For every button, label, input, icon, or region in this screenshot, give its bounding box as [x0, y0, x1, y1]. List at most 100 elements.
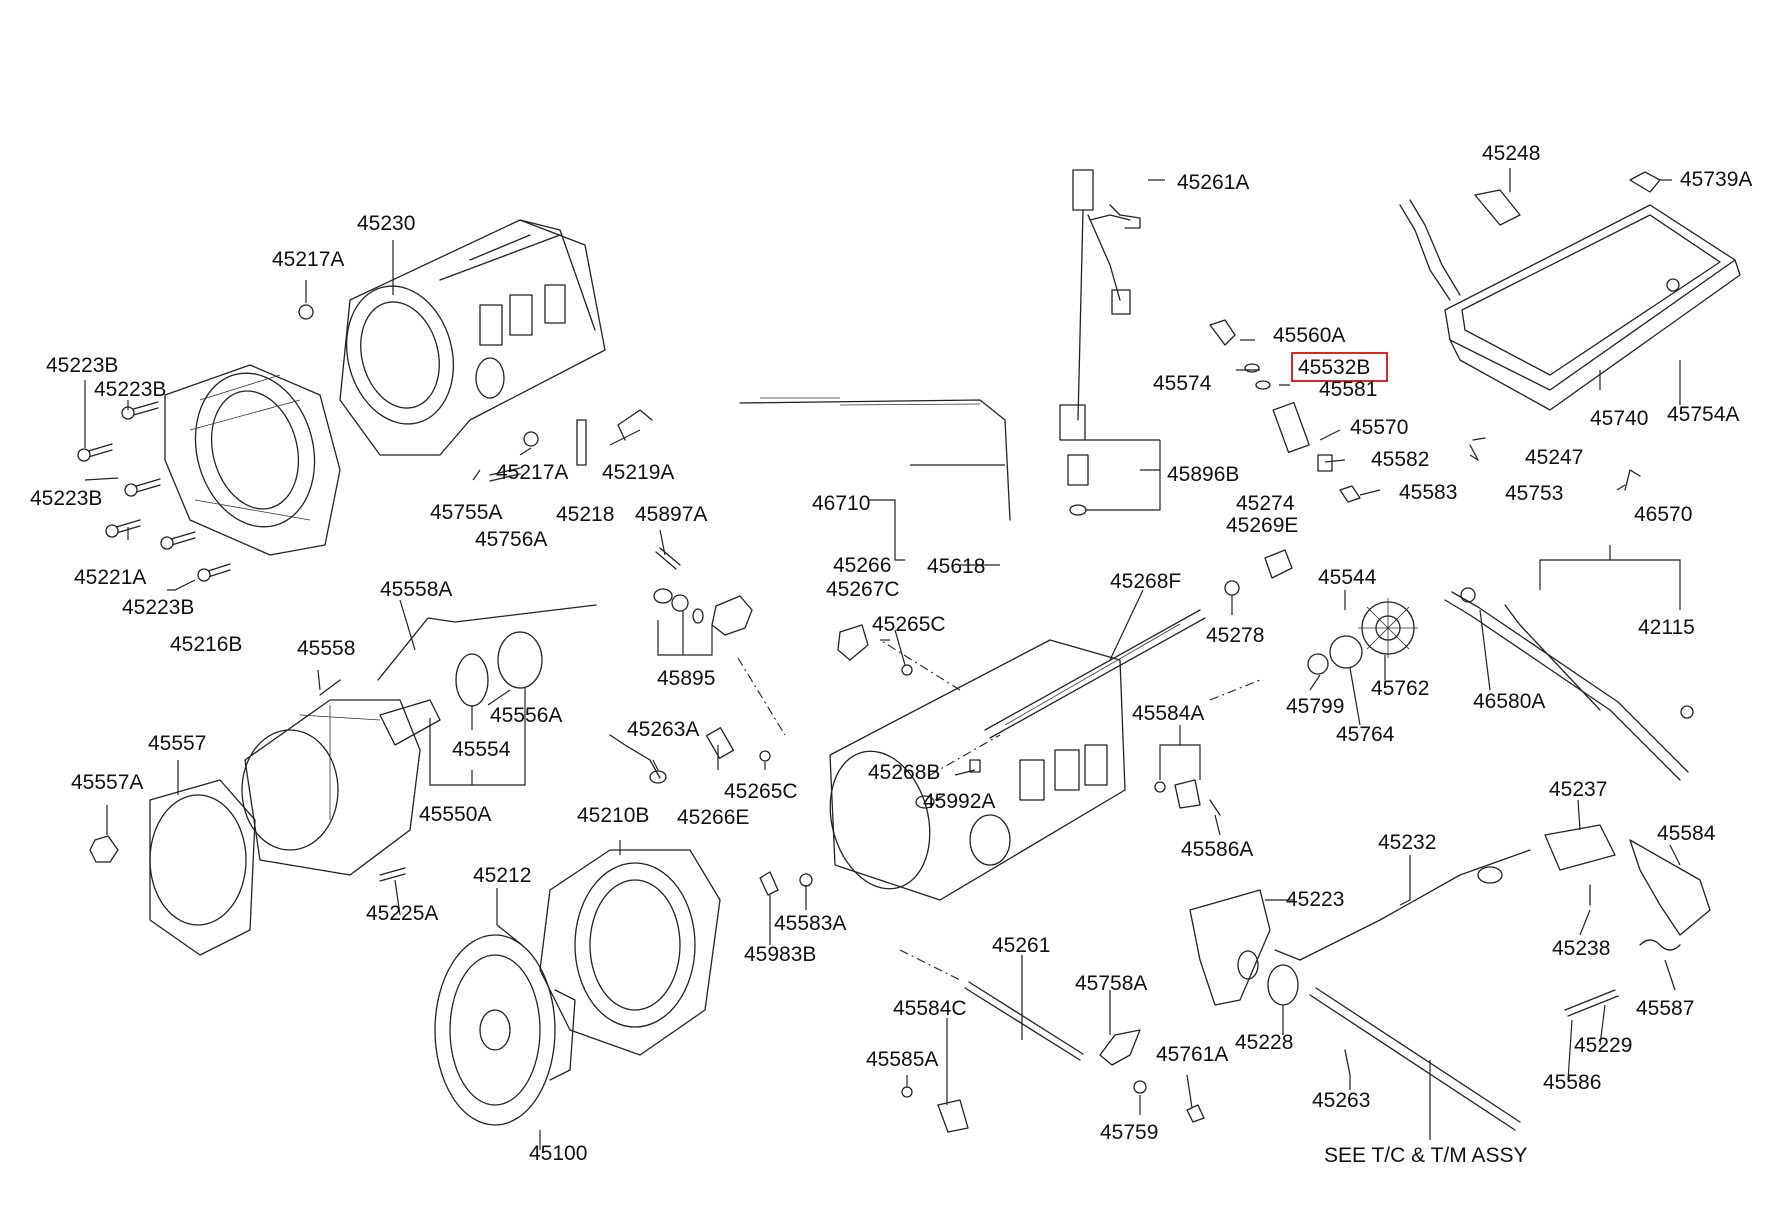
- label-45759[interactable]: 45759: [1100, 1121, 1158, 1144]
- label-45756A[interactable]: 45756A: [475, 528, 547, 551]
- label-45983B[interactable]: 45983B: [744, 943, 816, 966]
- label-45221A[interactable]: 45221A: [74, 566, 146, 589]
- label-45232[interactable]: 45232: [1378, 831, 1436, 854]
- label-45754A[interactable]: 45754A: [1667, 403, 1739, 426]
- label-45585A[interactable]: 45585A: [866, 1048, 938, 1071]
- label-45556A[interactable]: 45556A: [490, 704, 562, 727]
- sensor-45266: [837, 624, 869, 661]
- label-45210B[interactable]: 45210B: [577, 804, 649, 827]
- oring-42115: [1680, 705, 1694, 719]
- label-see-tc-tm-assy[interactable]: SEE T/C & T/M ASSY: [1324, 1144, 1527, 1167]
- label-45278[interactable]: 45278: [1206, 624, 1264, 647]
- label-45758A[interactable]: 45758A: [1075, 972, 1147, 995]
- label-45228[interactable]: 45228: [1235, 1031, 1293, 1054]
- label-45992A[interactable]: 45992A: [923, 790, 995, 813]
- label-45740[interactable]: 45740: [1590, 407, 1648, 430]
- label-45581[interactable]: 45581: [1319, 378, 1377, 401]
- lever-45584: [1629, 839, 1711, 936]
- label-45268B[interactable]: 45268B: [868, 761, 940, 784]
- label-45618[interactable]: 45618: [927, 555, 985, 578]
- label-45261A[interactable]: 45261A: [1177, 171, 1249, 194]
- bolt-45583A: [799, 873, 813, 887]
- label-45219A[interactable]: 45219A: [602, 461, 674, 484]
- label-45583A[interactable]: 45583A: [774, 912, 846, 935]
- label-45223B-1[interactable]: 45223B: [46, 354, 118, 377]
- label-45584C[interactable]: 45584C: [893, 997, 967, 1020]
- label-45570[interactable]: 45570: [1350, 416, 1408, 439]
- label-45586A[interactable]: 45586A: [1181, 838, 1253, 861]
- label-45268F[interactable]: 45268F: [1110, 570, 1181, 593]
- label-45223B-4[interactable]: 45223B: [122, 596, 194, 619]
- label-45761A[interactable]: 45761A: [1156, 1043, 1228, 1066]
- label-45265C-low[interactable]: 45265C: [724, 780, 798, 803]
- label-45586[interactable]: 45586: [1543, 1071, 1601, 1094]
- label-45263A[interactable]: 45263A: [627, 718, 699, 741]
- shift-cable-46710: [739, 399, 1011, 521]
- label-45582[interactable]: 45582: [1371, 448, 1429, 471]
- label-45532B[interactable]: 45532B: [1298, 356, 1370, 379]
- label-45100[interactable]: 45100: [529, 1142, 587, 1165]
- plug-45268B: [969, 759, 981, 773]
- plug-45266E: [705, 727, 735, 759]
- label-45267C[interactable]: 45267C: [826, 578, 900, 601]
- label-45895[interactable]: 45895: [657, 667, 715, 690]
- label-45544[interactable]: 45544: [1318, 566, 1377, 589]
- label-45261[interactable]: 45261: [992, 934, 1050, 957]
- label-45238[interactable]: 45238: [1552, 937, 1610, 960]
- label-45266[interactable]: 45266: [833, 554, 891, 577]
- label-45263[interactable]: 45263: [1312, 1089, 1370, 1112]
- label-45225A[interactable]: 45225A: [366, 902, 438, 925]
- label-45587[interactable]: 45587: [1636, 997, 1694, 1020]
- label-45550A[interactable]: 45550A: [419, 803, 491, 826]
- bolt-45225A: [379, 867, 406, 882]
- label-45584A[interactable]: 45584A: [1132, 702, 1204, 725]
- bolt-45756A: [489, 467, 521, 482]
- label-45229[interactable]: 45229: [1574, 1034, 1632, 1057]
- label-45247[interactable]: 45247: [1525, 446, 1583, 469]
- label-45248[interactable]: 45248: [1482, 142, 1540, 165]
- label-45223B-2[interactable]: 45223B: [94, 378, 166, 401]
- label-46710[interactable]: 46710: [812, 492, 870, 515]
- bracket-45758A: [1099, 1029, 1141, 1066]
- label-45897A[interactable]: 45897A: [635, 503, 707, 526]
- label-45574[interactable]: 45574: [1153, 372, 1212, 395]
- label-45237[interactable]: 45237: [1549, 778, 1607, 801]
- label-45755A[interactable]: 45755A: [430, 501, 502, 524]
- label-45764[interactable]: 45764: [1336, 723, 1395, 746]
- label-45216B[interactable]: 45216B: [170, 633, 242, 656]
- label-45558[interactable]: 45558: [297, 637, 355, 660]
- transmission-case-45230: [339, 219, 606, 456]
- label-46580A[interactable]: 46580A: [1473, 690, 1545, 713]
- label-45230[interactable]: 45230: [357, 212, 415, 235]
- wiring-harness: [1059, 169, 1141, 516]
- label-45269E[interactable]: 45269E: [1226, 514, 1298, 537]
- label-45558A[interactable]: 45558A: [380, 578, 452, 601]
- pin-45263: [1344, 1049, 1351, 1076]
- label-45217A-top[interactable]: 45217A: [272, 248, 344, 271]
- label-45217A[interactable]: 45217A: [496, 461, 568, 484]
- label-45584[interactable]: 45584: [1657, 822, 1716, 845]
- label-46570[interactable]: 46570: [1634, 503, 1692, 526]
- label-45212[interactable]: 45212: [473, 864, 531, 887]
- label-45799[interactable]: 45799: [1286, 695, 1344, 718]
- label-45554[interactable]: 45554: [452, 738, 511, 761]
- label-45223[interactable]: 45223: [1286, 888, 1344, 911]
- label-45739A[interactable]: 45739A: [1680, 168, 1752, 191]
- label-45266E[interactable]: 45266E: [677, 806, 749, 829]
- shaft-45268F: [984, 609, 1206, 739]
- label-45583[interactable]: 45583: [1399, 481, 1457, 504]
- label-45557[interactable]: 45557: [148, 732, 206, 755]
- label-45223B-3[interactable]: 45223B: [30, 487, 102, 510]
- label-45762[interactable]: 45762: [1371, 677, 1429, 700]
- label-45753[interactable]: 45753: [1505, 482, 1563, 505]
- label-45557A[interactable]: 45557A: [71, 771, 143, 794]
- label-45218[interactable]: 45218: [556, 503, 614, 526]
- label-45265C[interactable]: 45265C: [872, 613, 946, 636]
- label-42115[interactable]: 42115: [1638, 616, 1695, 639]
- label-45274[interactable]: 45274: [1236, 492, 1295, 515]
- gear-45762: [1358, 598, 1418, 658]
- tube-46570: [1444, 599, 1681, 781]
- label-45896B[interactable]: 45896B: [1167, 463, 1239, 486]
- label-45560A[interactable]: 45560A: [1273, 324, 1345, 347]
